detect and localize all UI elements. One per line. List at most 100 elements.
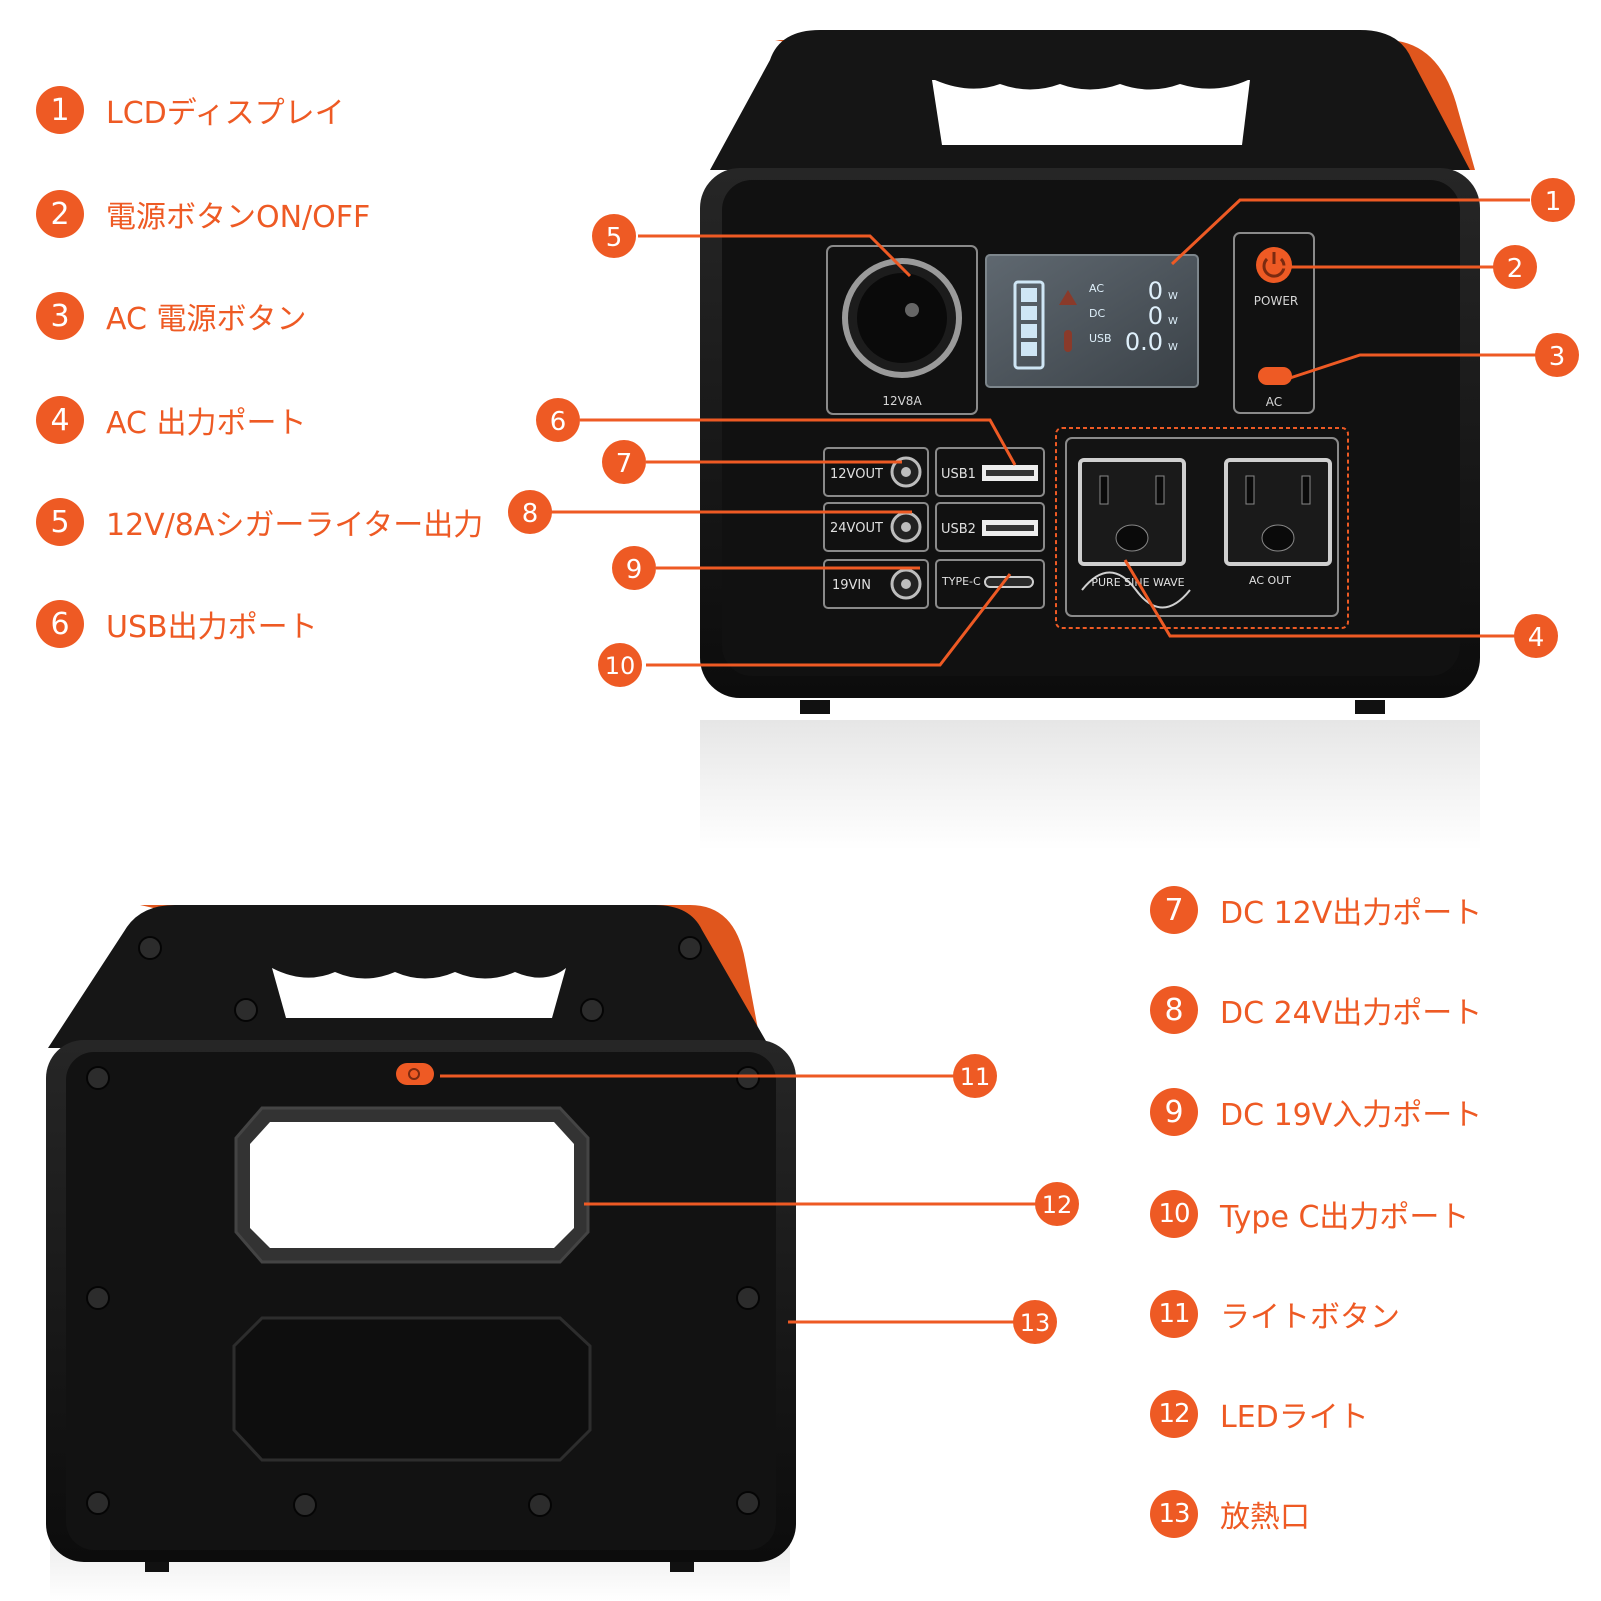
legend-label: AC 電源ボタン bbox=[106, 302, 307, 337]
legend-item-1: 1 LCDディスプレイ bbox=[36, 84, 345, 136]
light-button[interactable] bbox=[396, 1063, 434, 1085]
cigar-socket-pin bbox=[905, 303, 919, 317]
port-19vin-label: 19VIN bbox=[832, 578, 871, 593]
callout-number-13: 13 bbox=[1020, 1309, 1051, 1337]
ac-outlet-ground bbox=[1115, 524, 1149, 552]
screw bbox=[86, 1286, 110, 1310]
callout-badge-4 bbox=[1514, 614, 1558, 658]
callout-number-9: 9 bbox=[626, 555, 643, 585]
callout-line-5 bbox=[638, 234, 912, 278]
power-icon bbox=[1262, 257, 1286, 278]
ac-label: AC bbox=[1266, 395, 1282, 409]
back-handle-opening bbox=[272, 968, 566, 1018]
lcd-value-ac: 0 bbox=[1148, 277, 1163, 305]
front-handle-grip bbox=[935, 80, 1248, 90]
port-24vout-pin bbox=[901, 522, 911, 532]
front-handle-opening bbox=[932, 80, 1250, 145]
back-screws bbox=[86, 936, 760, 1517]
callout-badge-9 bbox=[612, 546, 656, 590]
callout-badge-13 bbox=[1013, 1300, 1057, 1344]
callout-number-6: 6 bbox=[550, 407, 567, 437]
legend-number: 1 bbox=[36, 86, 84, 134]
callout-badge-10 bbox=[598, 643, 642, 687]
lcd-unit: W bbox=[1168, 342, 1178, 353]
lcd-battery-icon bbox=[1013, 280, 1045, 370]
legend-item-11: 11 ライトボタン bbox=[1150, 1288, 1400, 1340]
port-12vout-label: 12VOUT bbox=[830, 467, 883, 482]
port-12vout-pin bbox=[901, 467, 911, 477]
legend-number: 7 bbox=[1150, 886, 1198, 934]
legend-item-10: 10 Type C出力ポート bbox=[1150, 1188, 1469, 1240]
legend-number: 10 bbox=[1150, 1190, 1198, 1238]
callout-badge-5 bbox=[592, 214, 636, 258]
callout-number-12: 12 bbox=[1042, 1191, 1073, 1219]
legend-item-2: 2 電源ボタンON/OFF bbox=[36, 188, 370, 240]
screw bbox=[293, 1493, 317, 1517]
ac-outlet-slot bbox=[1099, 475, 1109, 505]
ac-outlet-ground bbox=[1261, 524, 1295, 552]
callout-badge-7 bbox=[602, 440, 646, 484]
lcd-battery-bar bbox=[1021, 306, 1037, 320]
legend-item-3: 3 AC 電源ボタン bbox=[36, 290, 306, 342]
callout-number-4: 4 bbox=[1528, 623, 1545, 653]
screw bbox=[138, 936, 162, 960]
screw bbox=[736, 1286, 760, 1310]
callout-badge-1 bbox=[1531, 178, 1575, 222]
callout-number-2: 2 bbox=[1507, 254, 1524, 284]
lcd-display bbox=[985, 254, 1199, 388]
callout-badge-12 bbox=[1035, 1182, 1079, 1226]
legend-item-7: 7 DC 12V出力ポート bbox=[1150, 884, 1482, 936]
legend-label: DC 24V出力ポート bbox=[1220, 996, 1483, 1031]
callout-badge-6 bbox=[536, 398, 580, 442]
callout-lines-back bbox=[440, 1074, 1036, 1324]
callout-badge-11 bbox=[953, 1054, 997, 1098]
callout-number-1: 1 bbox=[1545, 187, 1562, 217]
legend-label: DC 19V入力ポート bbox=[1220, 1098, 1483, 1133]
legend-number: 12 bbox=[1150, 1390, 1198, 1438]
legend-item-8: 8 DC 24V出力ポート bbox=[1150, 984, 1482, 1036]
callout-line-6 bbox=[580, 418, 1017, 466]
screw bbox=[234, 998, 258, 1022]
callout-lines-front bbox=[550, 198, 1554, 667]
front-foot-left bbox=[800, 700, 830, 714]
lcd-battery-bar bbox=[1021, 324, 1037, 338]
callout-number-8: 8 bbox=[522, 499, 539, 529]
ac-button[interactable] bbox=[1258, 367, 1292, 385]
legend-label: LCDディスプレイ bbox=[106, 96, 345, 131]
lcd-battery-bar bbox=[1021, 342, 1037, 356]
legend-label: 電源ボタンON/OFF bbox=[106, 200, 371, 235]
ac-out-label: AC OUT bbox=[1249, 574, 1291, 587]
legend-label: LEDライト bbox=[1220, 1400, 1369, 1435]
ac-outlet-slot bbox=[1301, 475, 1311, 505]
screw bbox=[528, 1493, 552, 1517]
power-button[interactable] bbox=[1256, 247, 1292, 283]
lcd-row-ac: AC bbox=[1089, 282, 1104, 295]
legend-number: 3 bbox=[36, 292, 84, 340]
usb2-slot-inner bbox=[986, 525, 1034, 531]
cigar-socket-inner bbox=[857, 273, 947, 363]
cigar-label: 12V8A bbox=[882, 394, 922, 408]
callout-line-1 bbox=[1170, 198, 1530, 266]
ac-outlet-highlight bbox=[1055, 427, 1349, 629]
legend-item-5: 5 12V/8Aシガーライター出力 bbox=[36, 496, 483, 548]
callout-number-10: 10 bbox=[605, 652, 636, 680]
front-reflection bbox=[700, 720, 1480, 850]
callout-number-5: 5 bbox=[606, 223, 623, 253]
lcd-row-dc: DC bbox=[1089, 307, 1105, 320]
port-typec-label: TYPE-C bbox=[941, 575, 981, 588]
led-light bbox=[250, 1122, 574, 1248]
lcd-temperature-icon bbox=[1064, 330, 1072, 352]
port-19vin-pin bbox=[901, 579, 911, 589]
port-usb2-label: USB2 bbox=[941, 522, 976, 537]
light-icon bbox=[408, 1068, 420, 1080]
legend-number: 5 bbox=[36, 498, 84, 546]
legend-number: 8 bbox=[1150, 986, 1198, 1034]
callout-badges: 1 2 3 4 5 6 7 8 9 10 11 12 13 bbox=[508, 178, 1579, 1344]
screw bbox=[580, 998, 604, 1022]
lcd-value-dc: 0 bbox=[1148, 302, 1163, 330]
screw bbox=[736, 1491, 760, 1515]
screw bbox=[86, 1491, 110, 1515]
callout-line-4 bbox=[1123, 559, 1532, 638]
legend-number: 9 bbox=[1150, 1088, 1198, 1136]
callout-number-7: 7 bbox=[616, 449, 633, 479]
